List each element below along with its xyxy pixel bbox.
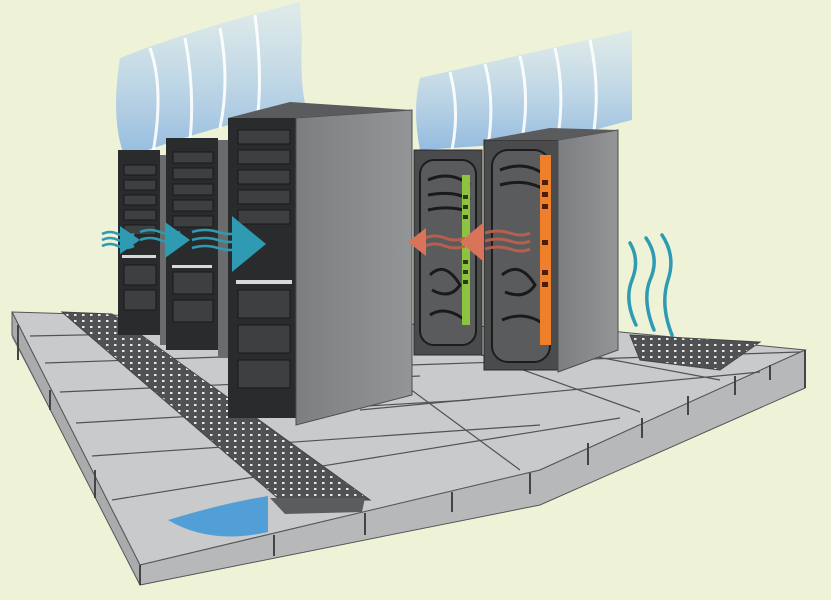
server-rack-5-side — [557, 129, 619, 373]
perforated-tiles-hot-aisle — [629, 334, 762, 371]
hot-airflow-arrows — [408, 222, 531, 262]
server-rack-3 — [228, 102, 413, 426]
cold-arrow-3 — [232, 216, 266, 272]
cold-arrow-2 — [165, 222, 190, 258]
exhaust-plume-right — [416, 30, 632, 151]
server-rack-3-side — [295, 109, 413, 426]
server-rack-5 — [483, 128, 619, 373]
exhaust-plume-left — [116, 2, 305, 159]
hot-arrow-1 — [408, 228, 426, 256]
underfloor-air-pool — [168, 496, 268, 537]
hot-aisle-racks — [413, 128, 619, 373]
cold-aisle-racks — [118, 102, 413, 426]
hot-arrow-2 — [460, 222, 484, 262]
cold-arrow-1 — [120, 226, 140, 254]
raised-floor — [11, 311, 807, 586]
floor-posts — [17, 325, 806, 585]
rising-air-waves — [627, 233, 674, 337]
perforated-tiles-cold-aisle — [60, 311, 372, 514]
cold-airflow-arrows — [101, 216, 266, 272]
green-pdu-strip — [462, 175, 470, 325]
orange-pdu-strip — [540, 155, 551, 345]
